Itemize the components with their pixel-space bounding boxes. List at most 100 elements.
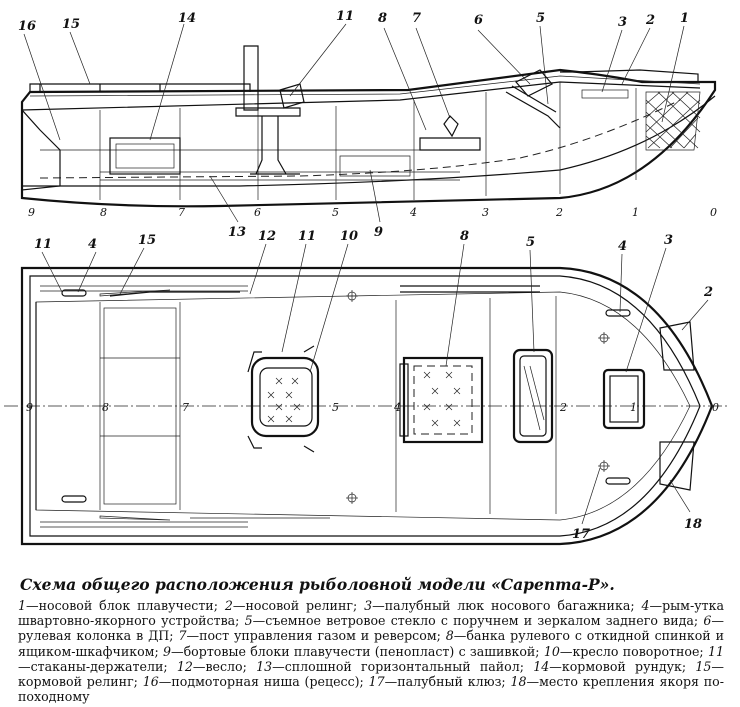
legend-item-text: —пост управления газом и реверсом; bbox=[186, 628, 441, 644]
plan-callout-4b: 4 bbox=[618, 239, 627, 254]
side-station-2: 2 bbox=[555, 206, 563, 219]
side-station-1: 1 bbox=[632, 206, 639, 219]
plan-callout-2: 2 bbox=[703, 285, 713, 300]
plan-view bbox=[4, 266, 730, 546]
stern-locker-inner bbox=[115, 143, 175, 169]
legend-item-number: 16 bbox=[142, 674, 159, 690]
plan-deck-fittings bbox=[346, 290, 610, 504]
plan-callout-labels: 11 4 15 12 11 10 8 5 4 3 2 17 18 bbox=[34, 229, 713, 542]
side-station-0: 0 bbox=[710, 206, 717, 219]
plan-station-7: 7 bbox=[182, 401, 189, 414]
legend-item: 10—кресло поворотное; bbox=[544, 644, 704, 659]
plan-callout-10: 10 bbox=[340, 229, 358, 244]
legend-item-text: —место крепления якоря по-походному bbox=[18, 674, 724, 705]
side-callout-labels: 16 15 14 11 8 7 6 5 3 2 1 13 9 bbox=[18, 9, 689, 240]
legend-item: 14—кормовой рундук; bbox=[533, 659, 686, 674]
side-callout-16: 16 bbox=[18, 19, 36, 34]
side-station-8: 8 bbox=[100, 206, 107, 219]
side-station-6: 6 bbox=[254, 206, 261, 219]
plan-bow-railing-mount-top bbox=[659, 321, 695, 371]
caption-title: Схема общего расположения рыболовной мод… bbox=[20, 575, 615, 594]
side-station-9: 9 bbox=[28, 206, 35, 219]
legend-item-text: —кормовой релинг; bbox=[18, 658, 724, 690]
side-callout-14: 14 bbox=[178, 11, 196, 26]
motor-recess bbox=[21, 108, 61, 191]
side-station-labels: 9 8 7 6 5 4 3 2 1 0 bbox=[28, 206, 717, 219]
legend-item-text: —рым-утка швартовно-якорного устройства; bbox=[18, 598, 724, 629]
side-frame-lines bbox=[99, 82, 637, 200]
legend-item-text: —весло; bbox=[192, 658, 247, 674]
side-callout-5: 5 bbox=[536, 11, 545, 26]
legend-item: 9—бортовые блоки плавучести (пенопласт) … bbox=[163, 644, 540, 659]
stern-locker bbox=[109, 137, 181, 175]
legend-item-number: 9 bbox=[162, 643, 171, 659]
side-station-7: 7 bbox=[178, 206, 185, 219]
legend-item-number: 15 bbox=[695, 658, 712, 674]
legend-item-number: 14 bbox=[533, 658, 550, 674]
side-keel-line bbox=[22, 95, 716, 187]
legend-item-text: —палубный люк носового багажника; bbox=[372, 598, 635, 613]
legend-item-text: —рулевая колонка в ДП; bbox=[18, 613, 724, 644]
side-view bbox=[20, 45, 717, 208]
side-callout-7: 7 bbox=[412, 11, 421, 26]
legend-item: 1—носовой блок плавучести; bbox=[18, 598, 218, 613]
legend-item-number: 17 bbox=[368, 674, 385, 690]
throttle-post bbox=[443, 115, 459, 138]
legend-item: 12—весло; bbox=[177, 659, 247, 674]
legend-item-text: —кресло поворотное; bbox=[559, 643, 704, 659]
side-callout-1: 1 bbox=[680, 11, 689, 26]
plan-frame-lines bbox=[99, 296, 557, 514]
plan-callout-18: 18 bbox=[684, 517, 702, 532]
legend-item-text: —стаканы-держатели; bbox=[18, 658, 168, 674]
seat-back bbox=[279, 83, 305, 109]
plan-station-8: 8 bbox=[102, 401, 109, 414]
legend-item: 6—рулевая колонка в ДП; bbox=[18, 613, 724, 643]
helm-seat-base bbox=[250, 116, 300, 175]
windshield bbox=[505, 85, 561, 129]
legend-item-text: —съемное ветровое стекло с поручнем и зе… bbox=[252, 613, 699, 629]
side-sheer-line bbox=[21, 81, 701, 111]
legend-item: 18—место крепления якоря по-походному bbox=[18, 674, 724, 704]
boat-layout-drawing: 16 15 14 11 8 7 6 5 3 2 1 13 9 9 8 7 6 5… bbox=[4, 9, 730, 546]
plan-callout-4a: 4 bbox=[88, 237, 97, 252]
legend-item-number: 6 bbox=[703, 613, 712, 629]
plan-station-5: 5 bbox=[332, 401, 339, 414]
plan-station-2: 2 bbox=[559, 401, 567, 414]
side-buoyancy-panel bbox=[339, 155, 411, 177]
side-callout-13: 13 bbox=[228, 225, 246, 240]
side-callout-9: 9 bbox=[374, 225, 383, 240]
side-station-5: 5 bbox=[332, 206, 339, 219]
legend-item-text: —кормовой рундук; bbox=[549, 658, 687, 674]
legend-item: 15—кормовой релинг; bbox=[18, 659, 724, 689]
legend-item-number: 1 bbox=[18, 598, 27, 613]
side-dashed-line bbox=[39, 99, 681, 179]
side-callout-15: 15 bbox=[62, 17, 80, 32]
plan-callout-8: 8 bbox=[460, 229, 469, 244]
plan-bow-railing-mount-bottom bbox=[659, 441, 695, 491]
legend-item-number: 10 bbox=[543, 643, 560, 659]
legend-item-text: —подмоторная ниша (рецесс); bbox=[158, 674, 364, 690]
plan-bow-hatch-inner bbox=[609, 375, 639, 423]
legend-item-number: 12 bbox=[176, 658, 193, 674]
legend-item-number: 11 bbox=[707, 643, 724, 659]
legend-item-number: 18 bbox=[510, 674, 527, 690]
legend-item: 5—съемное ветровое стекло с поручнем и з… bbox=[245, 613, 699, 628]
legend-item-text: —носовой блок плавучести; bbox=[26, 598, 218, 613]
legend-item: 11 —стаканы-держатели; bbox=[18, 644, 724, 674]
helm-seat bbox=[235, 45, 301, 117]
side-station-3: 3 bbox=[482, 206, 489, 219]
plan-callout-15: 15 bbox=[138, 233, 156, 248]
legend-item-text: —банка рулевого с откидной спинкой и ящи… bbox=[18, 628, 724, 659]
legend-text: 1—носовой блок плавучести; 2—носовой рел… bbox=[18, 598, 724, 704]
plan-railing-bottom bbox=[40, 521, 248, 528]
side-callout-8: 8 bbox=[378, 11, 387, 26]
side-callout-2: 2 bbox=[645, 13, 655, 28]
side-sheer-line-2 bbox=[29, 75, 701, 97]
legend-item-number: 3 bbox=[364, 598, 373, 613]
stern-railing bbox=[29, 83, 251, 92]
plan-callout-11a: 11 bbox=[34, 237, 52, 252]
legend-item-text: —палубный клюз; bbox=[384, 674, 506, 690]
legend-item-text: —бортовые блоки плавучести (пенопласт) с… bbox=[171, 643, 540, 659]
plan-callout-17: 17 bbox=[572, 527, 590, 542]
legend-item: 13—сплошной горизонтальный пайол; bbox=[256, 659, 524, 674]
